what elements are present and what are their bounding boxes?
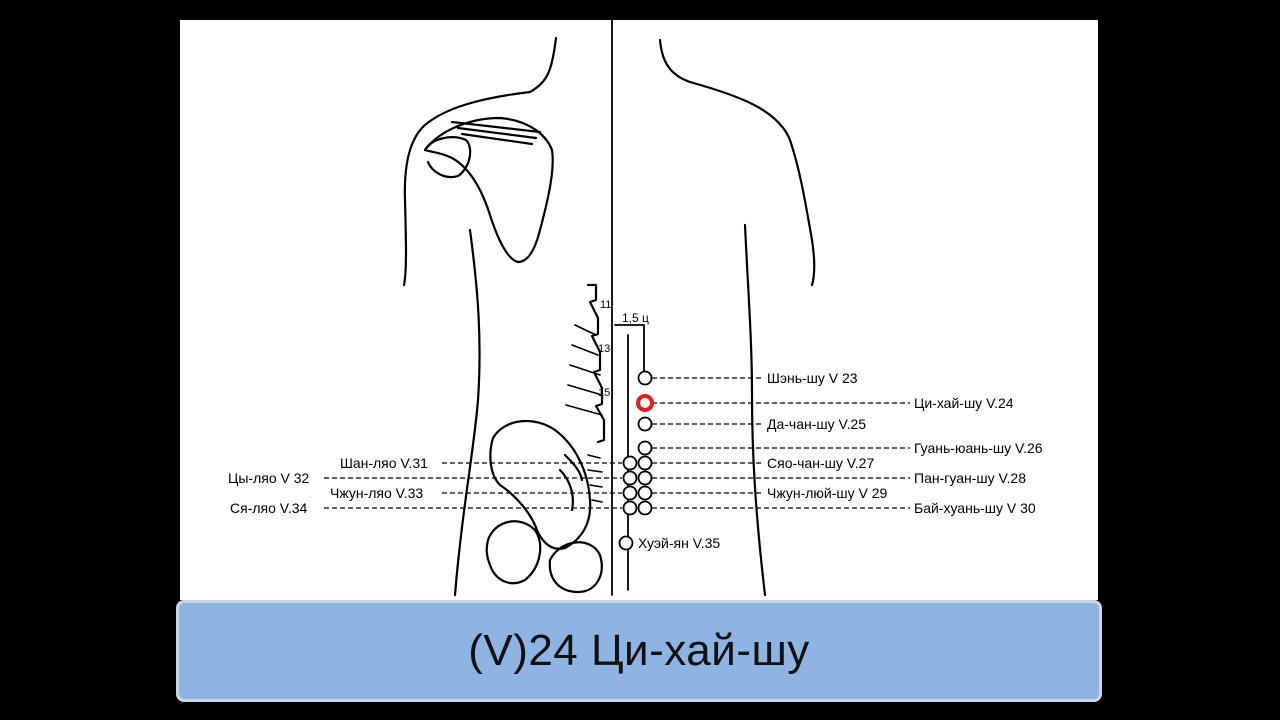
point-v28 bbox=[639, 472, 652, 485]
point-v32 bbox=[624, 472, 637, 485]
vertebra-label-15: 15 bbox=[598, 387, 610, 399]
point-v29 bbox=[639, 487, 652, 500]
label-v34: Ся-ляо V.34 bbox=[230, 500, 308, 516]
label-v29: Чжун-люй-шу V 29 bbox=[767, 485, 888, 501]
label-v32: Цы-ляо V 32 bbox=[228, 470, 310, 486]
label-v25: Да-чан-шу V.25 bbox=[767, 416, 866, 432]
label-v33: Чжун-ляо V.33 bbox=[330, 485, 423, 501]
label-v24: Ци-хай-шу V.24 bbox=[914, 395, 1014, 411]
point-v30 bbox=[624, 502, 637, 515]
point-v26 bbox=[639, 442, 652, 455]
label-v26: Гуань-юань-шу V.26 bbox=[914, 440, 1043, 456]
label-v31: Шан-ляо V.31 bbox=[340, 455, 428, 471]
label-v28: Пан-гуан-шу V.28 bbox=[914, 470, 1026, 486]
point-v25 bbox=[639, 418, 652, 431]
vertebra-label-11: 11 bbox=[600, 299, 611, 311]
label-v35: Хуэй-ян V.35 bbox=[638, 535, 720, 551]
point-v35 bbox=[620, 537, 633, 550]
label-v30: Бай-хуань-шу V 30 bbox=[914, 500, 1036, 516]
point-v27 bbox=[639, 457, 652, 470]
vertebra-label-13: 13 bbox=[598, 343, 610, 355]
point-v33 bbox=[624, 487, 637, 500]
point-v31 bbox=[624, 457, 637, 470]
point-v24-highlighted bbox=[638, 396, 652, 410]
caption-title: (V)24 Ци-хай-шу bbox=[468, 626, 810, 676]
label-v23: Шэнь-шу V 23 bbox=[767, 370, 858, 386]
point-v23 bbox=[639, 372, 652, 385]
distance-label: 1,5 ц bbox=[622, 311, 649, 325]
caption-bar: (V)24 Ци-хай-шу bbox=[176, 600, 1102, 702]
point-v34 bbox=[639, 502, 652, 515]
label-v27: Сяо-чан-шу V.27 bbox=[767, 455, 874, 471]
